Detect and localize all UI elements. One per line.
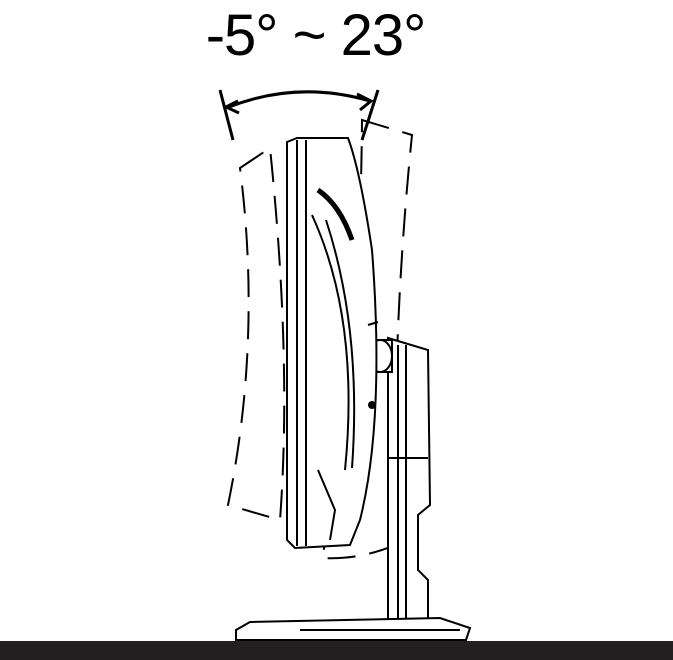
arc-left-arrowhead [222,99,240,115]
tilt-range-label: -5° ~ 23° [205,3,427,68]
arc-right-arrowhead [356,92,374,112]
stand [235,336,472,641]
stand-neck [387,336,432,626]
rear-curve-line-2 [325,219,356,469]
arc-curve [228,90,371,109]
vent-groove-1 [316,187,355,241]
rear-lower-line [317,469,337,541]
floor-bar [0,641,673,660]
mount-tab [367,321,379,326]
monitor-body [286,137,379,550]
tilt-arc-arrow [218,89,380,141]
arc-right-tick [360,89,380,141]
rear-curve-line [311,214,350,471]
arc-left-tick [218,89,235,141]
back-tilt-outline [226,146,286,522]
rear-button-dot [368,401,376,409]
